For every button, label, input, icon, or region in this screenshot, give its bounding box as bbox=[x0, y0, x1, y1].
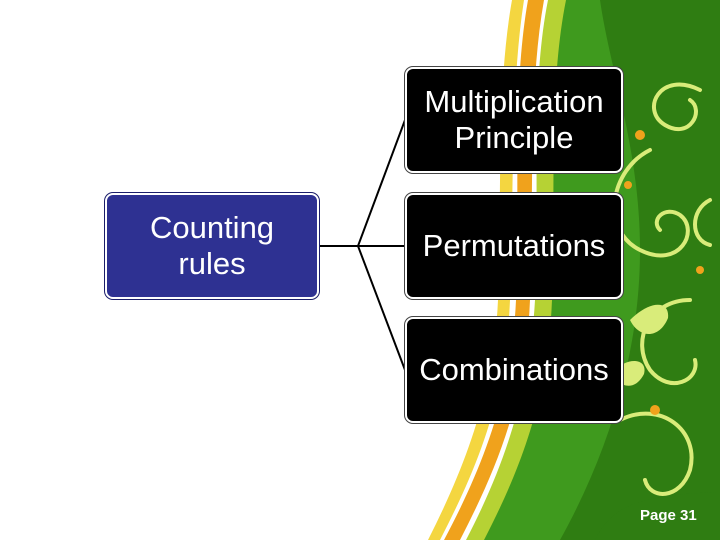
node-multiplication-principle: Multiplication Principle bbox=[405, 67, 623, 173]
page-number: Page 31 bbox=[640, 507, 697, 524]
dark-green-band bbox=[560, 0, 720, 540]
node-label: Multiplication Principle bbox=[424, 84, 604, 155]
page-panel bbox=[595, 492, 720, 540]
connector-to-multiplication bbox=[319, 119, 406, 247]
node-label: Counting rules bbox=[149, 210, 275, 281]
node-counting-rules: Counting rules bbox=[105, 193, 319, 299]
node-label: Combinations bbox=[419, 352, 609, 388]
node-combinations: Combinations bbox=[405, 317, 623, 423]
node-label: Permutations bbox=[422, 228, 606, 264]
node-permutations: Permutations bbox=[405, 193, 623, 299]
orange-dots bbox=[624, 130, 704, 415]
connector-to-combinations bbox=[319, 245, 406, 371]
